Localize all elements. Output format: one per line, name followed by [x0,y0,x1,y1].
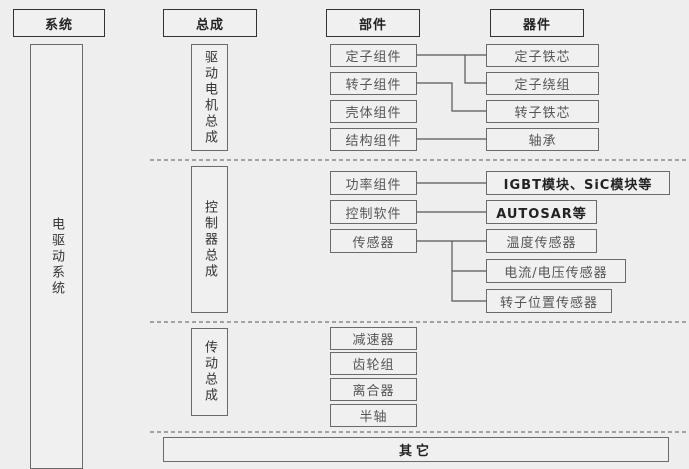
component-box: 壳体组件 [330,100,417,123]
component-box: 转子组件 [330,72,417,95]
device-box: 电流/电压传感器 [486,259,626,283]
component-box: 减速器 [330,327,417,350]
component-box: 齿轮组 [330,352,417,375]
device-box: 定子铁芯 [486,44,599,67]
component-box: 结构组件 [330,128,417,151]
component-box: 定子组件 [330,44,417,67]
component-box: 离合器 [330,378,417,401]
assembly-controller: 控制器总成 [191,166,228,313]
other-box: 其它 [163,437,669,462]
component-box: 控制软件 [330,200,417,224]
device-box: 转子位置传感器 [486,289,612,313]
component-box: 传感器 [330,229,417,253]
component-box: 功率组件 [330,171,417,195]
header-system: 系统 [13,9,105,37]
device-box: 转子铁芯 [486,100,599,123]
component-box: 半轴 [330,404,417,427]
header-assembly: 总成 [163,9,257,37]
device-box: AUTOSAR等 [486,200,597,224]
assembly-transmission: 传动总成 [191,328,228,416]
assembly-motor: 驱动电机总成 [191,44,228,151]
device-box: IGBT模块、SiC模块等 [486,171,670,195]
device-box: 定子绕组 [486,72,599,95]
device-box: 轴承 [486,128,599,151]
system-box: 电驱动系统 [30,44,83,469]
header-component: 部件 [326,9,420,37]
device-box: 温度传感器 [486,229,597,253]
header-device: 器件 [490,9,584,37]
